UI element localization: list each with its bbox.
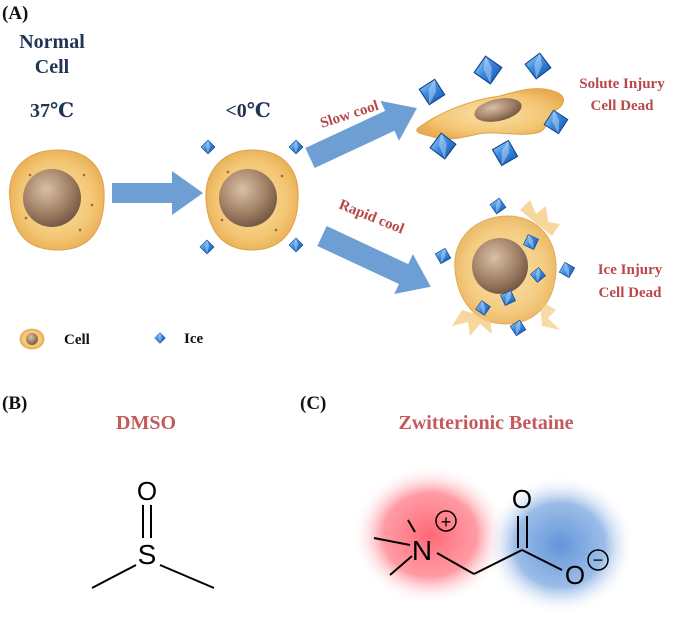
dmso-oxygen-atom: O [137, 476, 157, 506]
supercooled-cell-illustration [205, 149, 299, 251]
legend-cell-symbol [19, 328, 45, 350]
shrunken-cell-illustration [416, 88, 564, 140]
dmso-sulfur-atom: S [138, 539, 157, 570]
betaine-structure [373, 510, 609, 576]
rapid-cool-label: Rapid cool [337, 197, 407, 238]
solute-injury-label: Solute Injury [579, 76, 665, 92]
panel-c-label: (C) [300, 393, 326, 414]
normal-cell-label-line1: Normal [19, 31, 85, 53]
positive-charge-circle [435, 510, 457, 532]
anionic-region-glow [485, 475, 635, 615]
ice-injury-label: Ice Injury [598, 262, 663, 278]
solute-cell-dead-label: Cell Dead [591, 98, 655, 114]
betaine-carbonyl-oxygen: O [512, 484, 532, 514]
temperature-37c-label: 37℃ [30, 100, 74, 122]
panel-a-label: (A) [2, 3, 28, 24]
legend-cell-label: Cell [64, 332, 90, 348]
legend-ice-symbol [154, 332, 166, 344]
betaine-title: Zwitterionic Betaine [399, 412, 574, 434]
ice-cell-dead-label: Cell Dead [599, 285, 663, 301]
normal-cell-label-line2: Cell [35, 56, 70, 78]
slow-cool-arrow [305, 100, 417, 168]
betaine-carboxylate-oxygen: O [565, 560, 585, 590]
dmso-title: DMSO [116, 412, 176, 434]
cationic-region-glow [352, 465, 508, 605]
rapid-cool-arrow [317, 226, 431, 294]
temperature-below-zero-label: <0℃ [225, 100, 270, 122]
betaine-positive-charge: + [441, 512, 452, 532]
cooling-arrow [112, 171, 203, 215]
betaine-nitrogen-atom: N [412, 535, 432, 566]
damaged-cell-illustration [452, 200, 560, 336]
betaine-negative-charge: − [593, 550, 604, 570]
legend-ice-label: Ice [184, 331, 203, 347]
negative-charge-circle [587, 549, 609, 571]
panel-b-label: (B) [2, 393, 27, 414]
normal-cell-illustration [9, 149, 105, 251]
dmso-structure [91, 505, 215, 589]
